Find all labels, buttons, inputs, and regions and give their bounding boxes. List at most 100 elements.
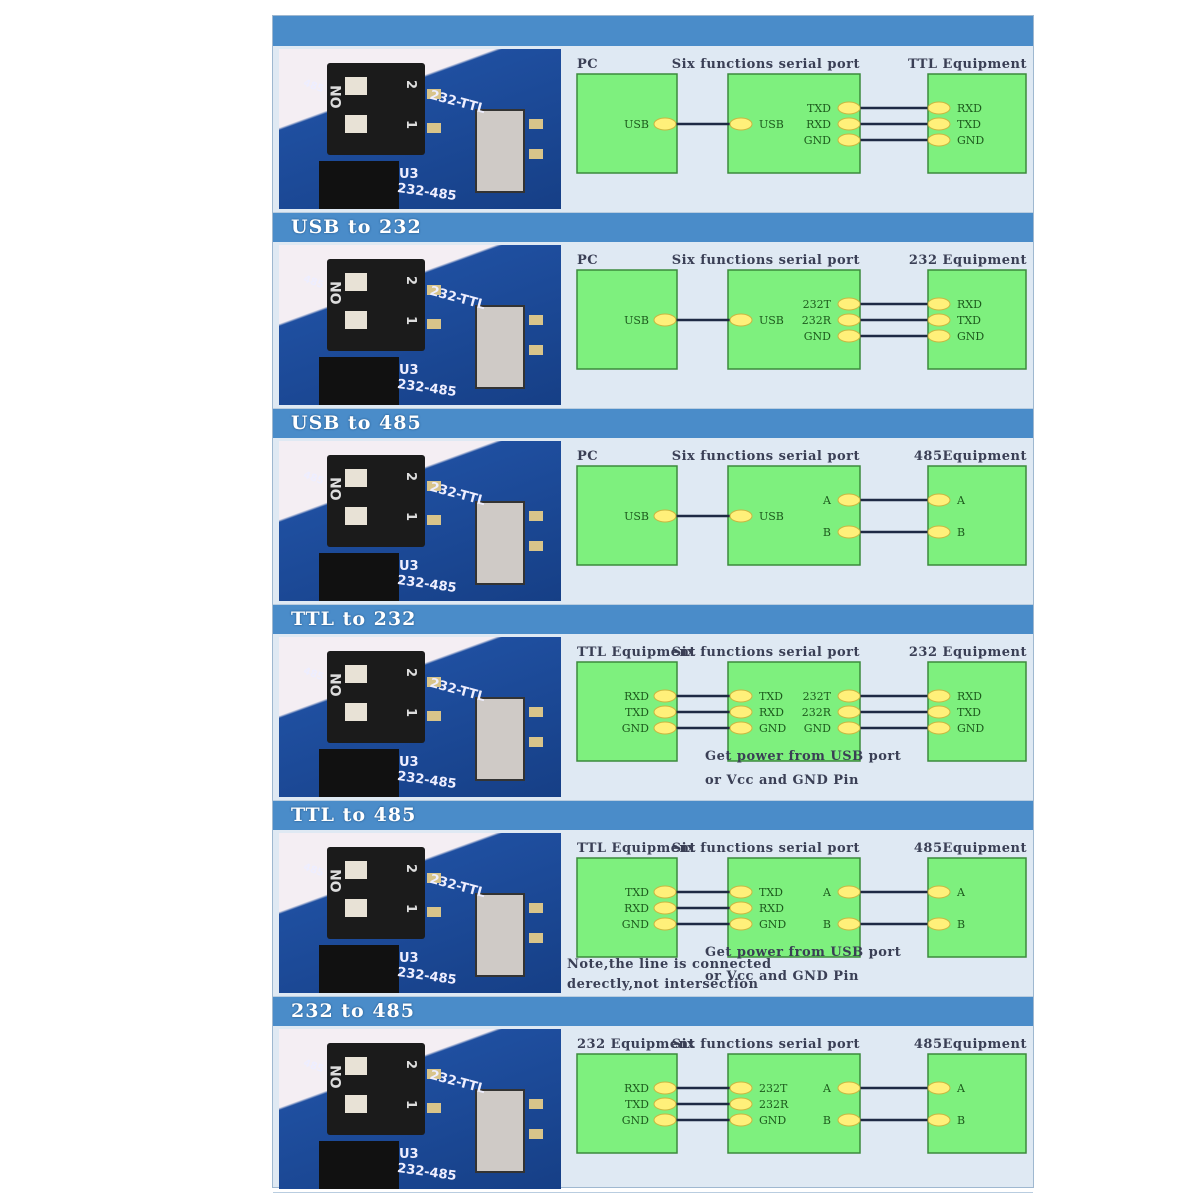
switch-1-label: 1: [402, 903, 418, 914]
left-pin-pad: [653, 1097, 677, 1111]
converter-pin-label: 232R: [802, 314, 832, 327]
chip: [319, 357, 399, 405]
converter-pin-pad: [837, 133, 861, 147]
converter-pin-pad: [729, 917, 753, 931]
right-device-box: [927, 1053, 1027, 1154]
left-device-title: TTL Equipment: [577, 841, 696, 856]
switch-2-label: 2: [402, 1059, 418, 1070]
converter-pin-pad: [837, 297, 861, 311]
silk-232-ttl: 232-TTL: [428, 871, 487, 902]
switch-1-label: 1: [402, 1099, 418, 1110]
right-pin-label: TXD: [957, 118, 981, 131]
slide-switch: [475, 1089, 525, 1173]
converter-pin-pad: [729, 117, 753, 131]
right-pin-pad: [927, 329, 951, 343]
converter-pin-label: RXD: [806, 118, 831, 131]
converter-pin-label: 232R: [802, 706, 832, 719]
converter-title: Six functions serial port: [672, 253, 860, 268]
converter-pin-label: A: [822, 886, 832, 899]
converter-pin-label: 232R: [759, 1098, 789, 1111]
left-pin-pad: [653, 1081, 677, 1095]
converter-pin-label: 232T: [803, 690, 832, 703]
left-pin-pad: [653, 885, 677, 899]
right-device-box: [927, 857, 1027, 958]
converter-pin-pad: [837, 117, 861, 131]
left-pin-label: GND: [622, 1114, 649, 1127]
right-pin-pad: [927, 917, 951, 931]
switch-2-label: 2: [402, 79, 418, 90]
right-pin-label: B: [957, 1114, 965, 1127]
silk-u3: U3: [399, 559, 419, 574]
slide-switch: [475, 305, 525, 389]
converter-title: Six functions serial port: [672, 645, 860, 660]
right-pin-label: RXD: [957, 690, 982, 703]
on-label: ON: [329, 869, 345, 893]
converter-pin-pad: [729, 313, 753, 327]
converter-pin-label: A: [822, 1082, 832, 1095]
left-device-title: PC: [577, 57, 598, 72]
converter-pin-label: GND: [804, 134, 831, 147]
mode-header: USB to 485: [273, 409, 1033, 438]
converter-pin-pad: [837, 493, 861, 507]
dip-switch: ON 2 1: [327, 63, 425, 155]
converter-pin-pad: [837, 885, 861, 899]
left-pin-label: RXD: [624, 1082, 649, 1095]
right-pin-label: TXD: [957, 314, 981, 327]
right-pin-pad: [927, 1113, 951, 1127]
switch-1-label: 1: [402, 511, 418, 522]
left-pin-pad: [653, 689, 677, 703]
right-pin-label: B: [957, 918, 965, 931]
slide-switch: [475, 893, 525, 977]
converter-pin-pad: [837, 101, 861, 115]
left-pin-label: RXD: [624, 902, 649, 915]
right-pin-label: B: [957, 526, 965, 539]
on-label: ON: [329, 281, 345, 305]
converter-pin-label: TXD: [759, 886, 783, 899]
power-note: Get power from USB port: [705, 749, 901, 764]
converter-pin-pad: [729, 901, 753, 915]
left-pin-label: USB: [624, 118, 649, 131]
on-label: ON: [329, 85, 345, 109]
converter-pin-pad: [837, 329, 861, 343]
on-label: ON: [329, 477, 345, 501]
left-pin-label: TXD: [625, 706, 649, 719]
converter-pin-label: RXD: [759, 706, 784, 719]
right-device-title: 485Equipment: [914, 449, 1027, 464]
left-pin-label: GND: [622, 722, 649, 735]
slide-switch: [475, 697, 525, 781]
converter-pin-label: GND: [759, 1114, 786, 1127]
left-pin-label: USB: [624, 510, 649, 523]
converter-pin-label: B: [823, 526, 831, 539]
silk-232-ttl: 232-TTL: [428, 283, 487, 314]
switch-1-label: 1: [402, 119, 418, 130]
converter-title: Six functions serial port: [672, 1037, 860, 1052]
on-label: ON: [329, 1065, 345, 1089]
line-note: derectly,not intersection: [567, 977, 758, 992]
chip: [319, 553, 399, 601]
right-pin-label: RXD: [957, 102, 982, 115]
silk-232-ttl: 232-TTL: [428, 479, 487, 510]
converter-pin-pad: [837, 1113, 861, 1127]
chip: [319, 161, 399, 209]
chip: [319, 945, 399, 993]
left-pin-label: TXD: [625, 886, 649, 899]
right-pin-pad: [927, 689, 951, 703]
left-pin-pad: [653, 117, 677, 131]
mode-header: TTL to 485: [273, 801, 1033, 830]
right-pin-label: TXD: [957, 706, 981, 719]
left-pin-pad: [653, 509, 677, 523]
right-pin-pad: [927, 721, 951, 735]
silk-485: 485: [301, 861, 326, 880]
